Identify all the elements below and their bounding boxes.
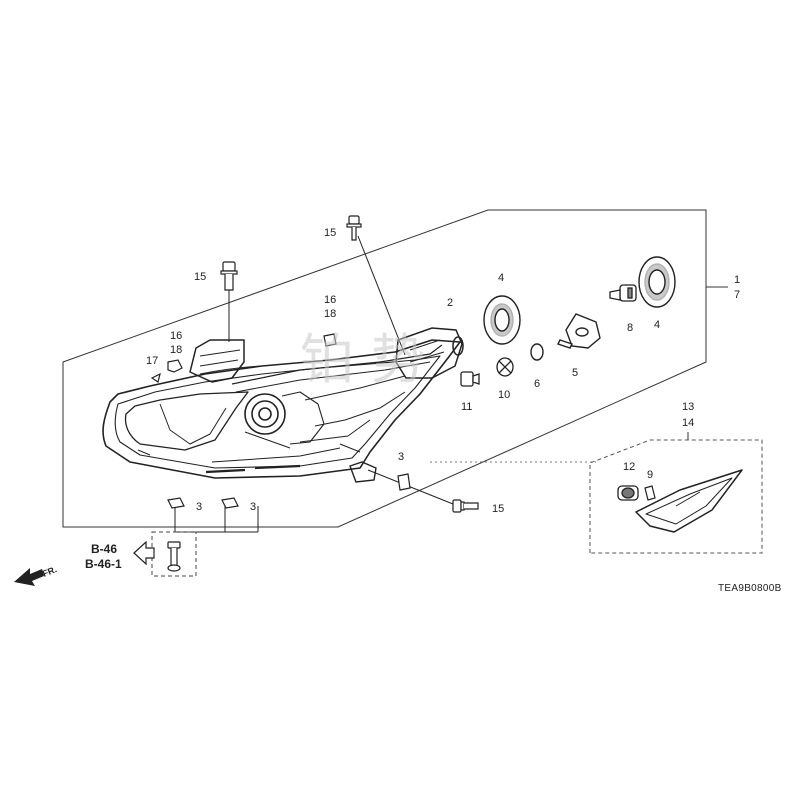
callout-number: 5 bbox=[572, 367, 578, 379]
bulb-icon bbox=[609, 284, 637, 302]
callout-number: 12 bbox=[623, 461, 635, 473]
clip-icon bbox=[167, 473, 411, 509]
reference-label: B-46-1 bbox=[85, 557, 122, 571]
screw-icon bbox=[346, 215, 362, 241]
watermark: 铂 势 bbox=[300, 328, 425, 391]
callout-number: 10 bbox=[498, 389, 510, 401]
side-marker-frame bbox=[589, 439, 763, 554]
callout-number: 16 bbox=[170, 330, 182, 342]
arrow-left-icon bbox=[133, 540, 155, 566]
callout-number: 4 bbox=[654, 319, 660, 331]
bolt-icon bbox=[167, 541, 181, 572]
callout-number: 1 bbox=[734, 274, 740, 286]
front-arrow-icon bbox=[14, 568, 44, 586]
callout-number: 6 bbox=[534, 378, 540, 390]
callout-number: 7 bbox=[734, 289, 740, 301]
socket-icon bbox=[496, 357, 514, 377]
seal-ring-icon bbox=[483, 295, 521, 345]
o-ring-icon bbox=[530, 343, 544, 361]
screw-icon bbox=[220, 261, 238, 291]
callout-number: 4 bbox=[498, 272, 504, 284]
callout-number: 14 bbox=[682, 417, 694, 429]
headlight-group-frame bbox=[62, 209, 707, 528]
reference-label: B-46 bbox=[91, 542, 117, 556]
bulb-icon bbox=[644, 485, 656, 501]
callout-number: 3 bbox=[398, 451, 404, 463]
leader-line bbox=[367, 469, 459, 507]
callout-number: 15 bbox=[194, 271, 206, 283]
screw-icon bbox=[452, 499, 479, 513]
diagram-code: TEA9B0800B bbox=[718, 583, 782, 594]
leader-line bbox=[357, 235, 406, 356]
seal-ring-icon bbox=[638, 256, 676, 308]
housing-clip bbox=[349, 461, 377, 483]
callout-number: 16 bbox=[324, 294, 336, 306]
callout-number: 18 bbox=[324, 308, 336, 320]
callout-number: 8 bbox=[627, 322, 633, 334]
callout-number: 3 bbox=[250, 501, 256, 513]
callout-number: 11 bbox=[461, 401, 472, 413]
callout-number: 18 bbox=[170, 344, 182, 356]
front-label: FR. bbox=[41, 564, 58, 579]
leveling-unit-icon bbox=[557, 313, 601, 349]
bulb-icon bbox=[617, 485, 639, 501]
mounting-bracket bbox=[189, 339, 245, 383]
callout-number: 15 bbox=[324, 227, 336, 239]
side-marker-lens bbox=[635, 469, 743, 533]
callout-number: 15 bbox=[492, 503, 504, 515]
callout-number: 2 bbox=[447, 297, 453, 309]
rear-housing bbox=[395, 327, 464, 379]
callout-number: 13 bbox=[682, 401, 694, 413]
clip-icon bbox=[150, 333, 337, 383]
callout-number: 17 bbox=[146, 355, 158, 367]
headlight-housing bbox=[102, 339, 461, 479]
callout-number: 3 bbox=[196, 501, 202, 513]
callout-number: 9 bbox=[647, 469, 653, 481]
bulb-icon bbox=[460, 371, 480, 387]
